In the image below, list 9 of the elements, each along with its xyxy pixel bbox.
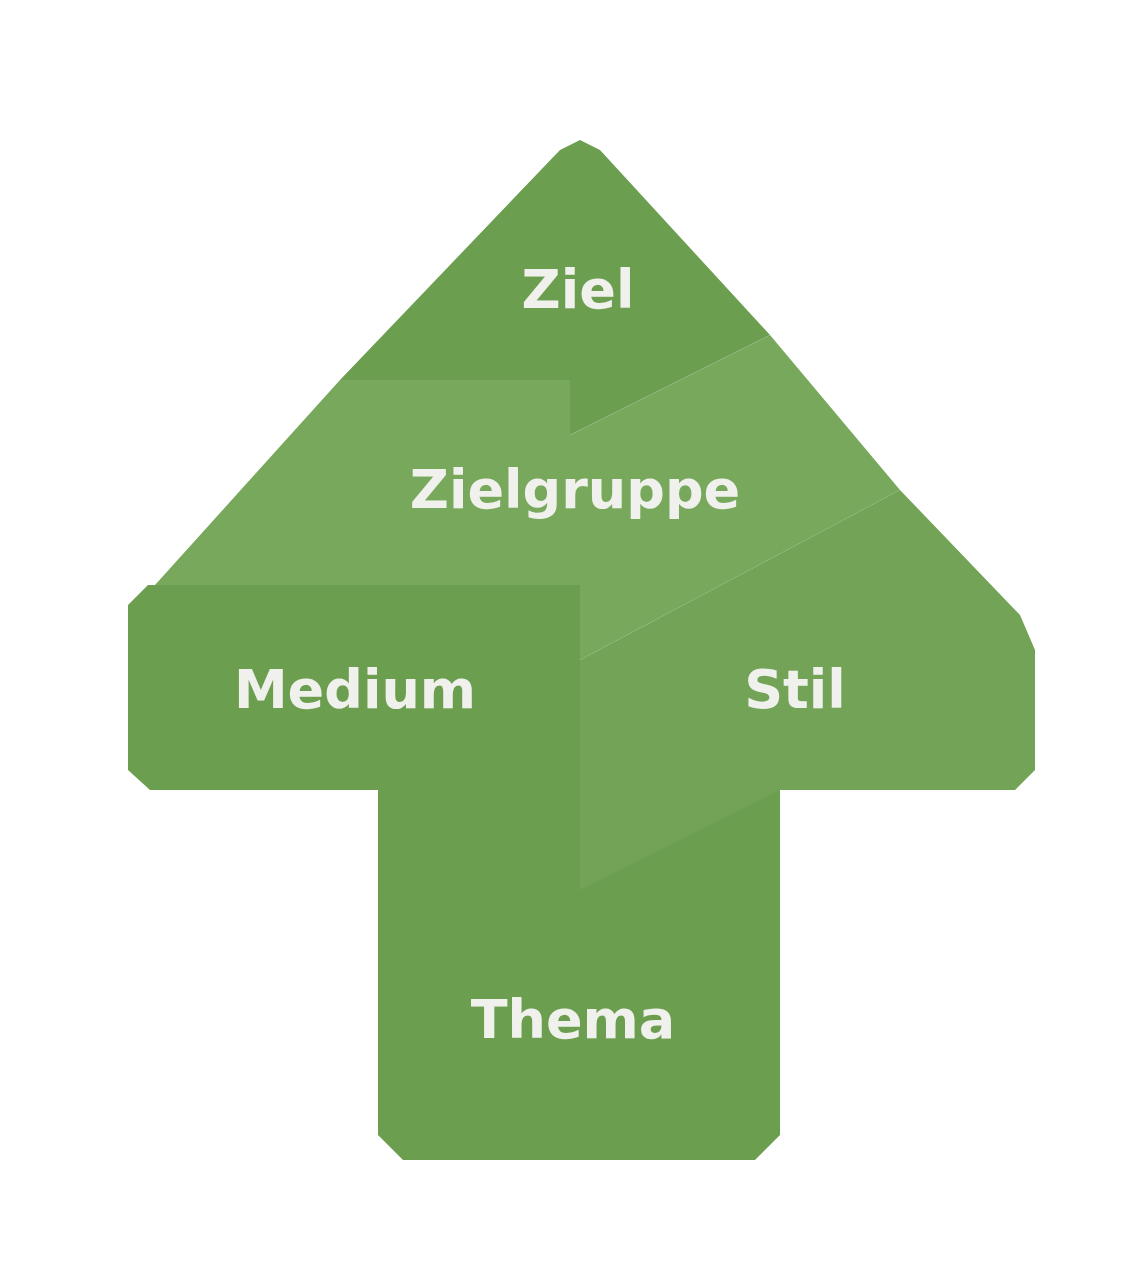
segment-label: Ziel (521, 263, 635, 317)
segment-label: Thema (470, 993, 676, 1047)
arrow-shaft-segment (378, 790, 780, 1160)
segment-label: Zielgruppe (409, 463, 741, 517)
arrow-band-segment (128, 585, 580, 790)
arrow-tip-segment (340, 140, 770, 435)
arrow-band-segment (155, 335, 900, 660)
segment-label: Medium (233, 663, 477, 717)
segment-label: Stil (744, 663, 846, 717)
